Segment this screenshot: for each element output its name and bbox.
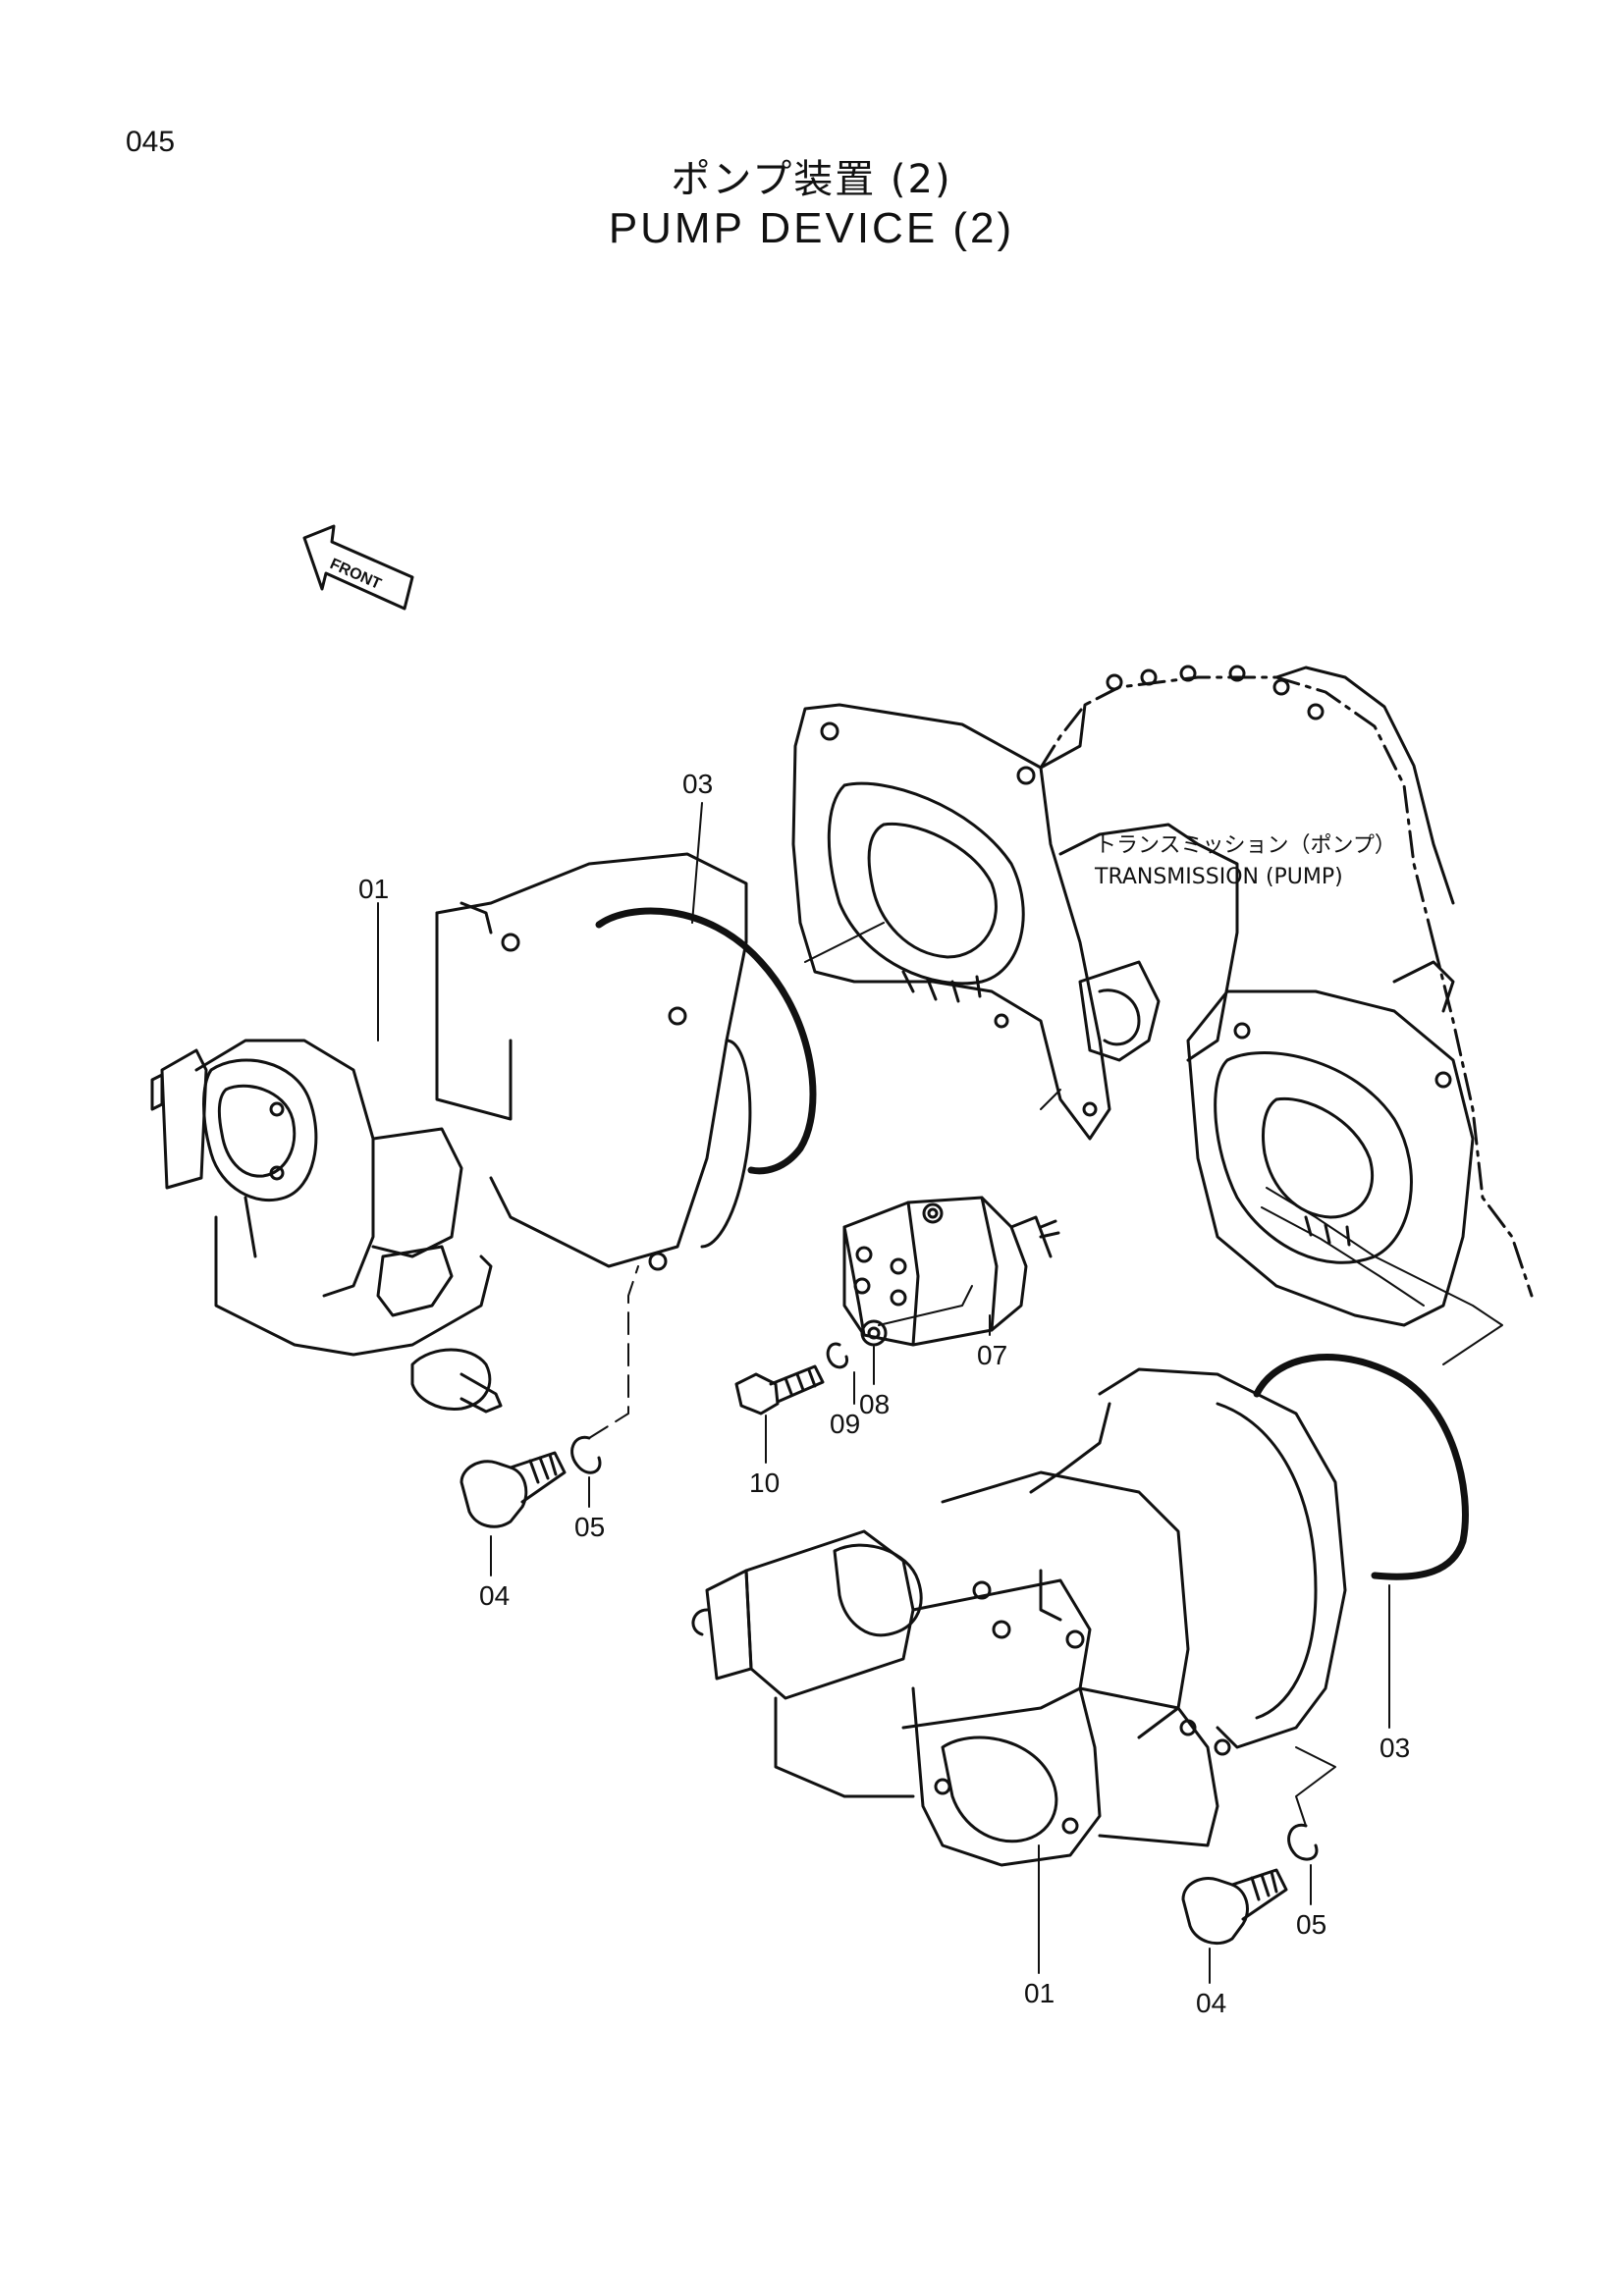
upper-o-ring: [595, 907, 817, 1175]
small-gear-pump: [842, 1196, 1060, 1347]
page-number: 045: [126, 126, 176, 158]
leader-lines: [377, 802, 1503, 1984]
transmission-label-jp: トランスミッション（ポンプ）: [1095, 833, 1396, 858]
callout-lower-pump: 01: [1024, 1978, 1055, 2008]
page-title-jp: ポンプ装置 (2): [671, 157, 952, 202]
callout-upper-oring: 03: [682, 769, 713, 799]
callout-upper-pump: 01: [358, 874, 389, 904]
small-washer-09: [826, 1342, 849, 1369]
upper-bolt: [460, 1451, 567, 1528]
callout-small-pump: 07: [977, 1340, 1007, 1370]
callout-lower-bolt: 04: [1196, 1988, 1226, 2018]
callout-upper-washer: 05: [574, 1512, 605, 1542]
lower-main-pump: [691, 1367, 1347, 1867]
callout-small-washer-09: 09: [830, 1409, 860, 1439]
transmission-housing: [791, 665, 1534, 1327]
upper-main-pump: [150, 852, 752, 1414]
lower-o-ring: [1253, 1354, 1469, 1580]
lower-washer: [1287, 1823, 1319, 1861]
callout-small-washer-08: 08: [859, 1389, 890, 1419]
page-title-en: PUMP DEVICE (2): [608, 204, 1015, 252]
small-bolt: [734, 1364, 825, 1415]
callout-lower-oring: 03: [1380, 1733, 1410, 1763]
transmission-label-en: TRANSMISSION (PUMP): [1094, 865, 1343, 889]
lower-bolt: [1181, 1868, 1288, 1945]
upper-washer: [570, 1435, 602, 1474]
front-arrow-icon: [302, 524, 414, 611]
callout-lower-washer: 05: [1296, 1909, 1326, 1940]
small-washer-08: [860, 1319, 888, 1347]
callout-upper-bolt: 04: [479, 1580, 510, 1611]
callout-small-bolt: 10: [749, 1468, 780, 1498]
